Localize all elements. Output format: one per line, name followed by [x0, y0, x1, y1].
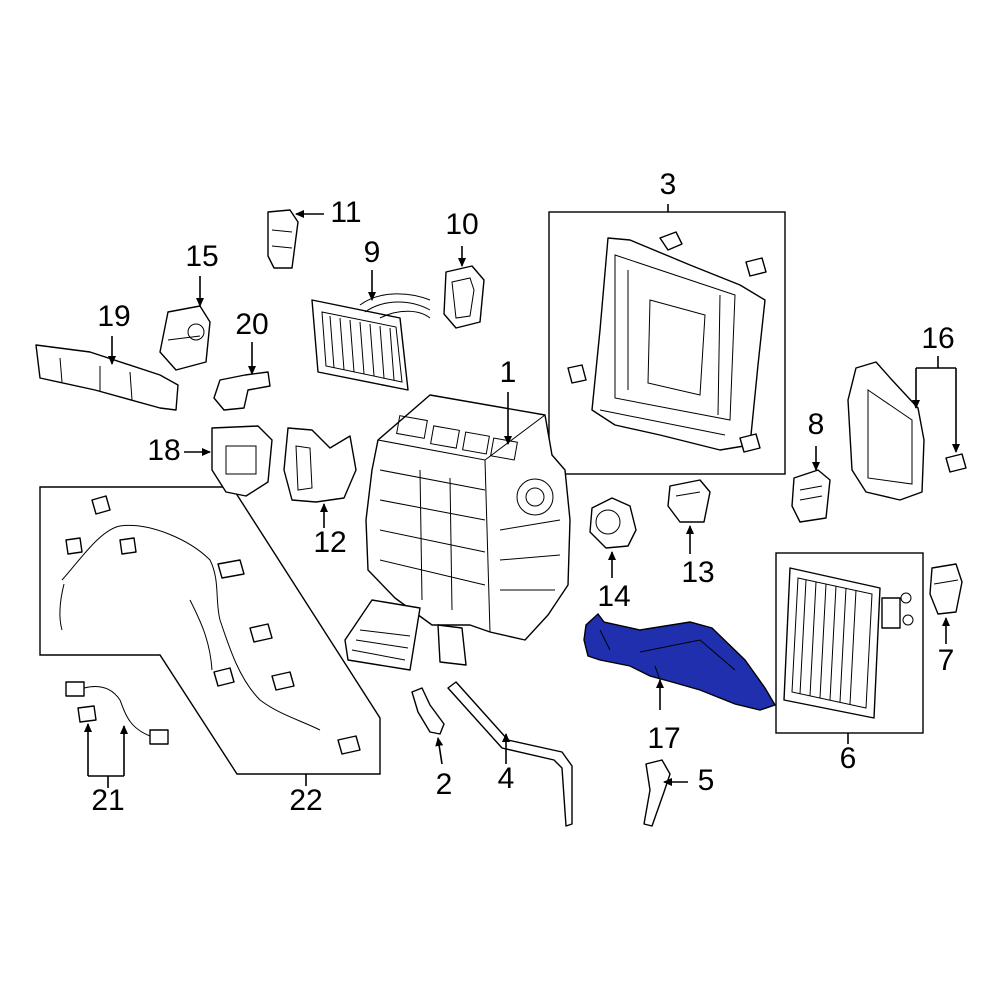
callout-4: 4: [498, 762, 515, 795]
part-8-module[interactable]: [791, 469, 831, 523]
callout-1: 1: [500, 356, 517, 389]
part-1-hvac-unit[interactable]: [344, 394, 571, 671]
part-21-sub-harness[interactable]: [65, 681, 169, 745]
part-2-bracket[interactable]: [411, 687, 445, 735]
part-12-actuator[interactable]: [283, 427, 357, 503]
part-6-evaporator[interactable]: [783, 567, 914, 719]
callout-15: 15: [185, 240, 218, 273]
part-20-sensor[interactable]: [213, 371, 271, 411]
callout-labels: 1 2 3 4 5 6 7 8 9 10 11 12 13 14 15 16 1…: [91, 168, 954, 817]
callout-19: 19: [97, 300, 130, 333]
callout-8: 8: [808, 408, 825, 441]
callout-13: 13: [681, 556, 714, 589]
callout-20: 20: [235, 308, 268, 341]
callout-6: 6: [840, 742, 857, 775]
part-5-hose-end[interactable]: [643, 759, 671, 827]
part-10-grommet[interactable]: [443, 265, 485, 329]
part-11-bracket[interactable]: [267, 209, 299, 269]
part-9-heater-core[interactable]: [311, 293, 431, 391]
callout-18: 18: [147, 434, 180, 467]
part-19-duct[interactable]: [35, 344, 179, 411]
callout-14: 14: [597, 580, 630, 613]
group-box-22: [39, 486, 381, 775]
callout-3: 3: [660, 168, 677, 201]
callout-22: 22: [289, 784, 322, 817]
part-13-resistor[interactable]: [667, 479, 711, 523]
group-box-3: [548, 211, 786, 475]
callout-12: 12: [313, 526, 346, 559]
part-17-cover-highlighted[interactable]: [583, 612, 777, 711]
part-18-actuator[interactable]: [211, 425, 273, 497]
part-7-clip[interactable]: [929, 563, 963, 615]
part-16-housing[interactable]: [847, 361, 967, 501]
group-box-6: [775, 552, 924, 734]
part-14-blower-motor[interactable]: [589, 497, 637, 549]
callout-16: 16: [921, 322, 954, 355]
callout-5: 5: [698, 764, 715, 797]
callout-7: 7: [938, 644, 955, 677]
callout-9: 9: [364, 236, 381, 269]
leader-lines: [84, 204, 960, 788]
part-15-actuator[interactable]: [159, 305, 211, 371]
part-3-case[interactable]: [567, 231, 767, 453]
callout-10: 10: [445, 208, 478, 241]
part-22-harness[interactable]: [59, 495, 361, 755]
callout-11: 11: [330, 196, 361, 229]
callout-17: 17: [647, 722, 680, 755]
callout-21: 21: [91, 784, 124, 817]
callout-2: 2: [436, 768, 453, 801]
part-4-drain-hose[interactable]: [447, 681, 573, 827]
